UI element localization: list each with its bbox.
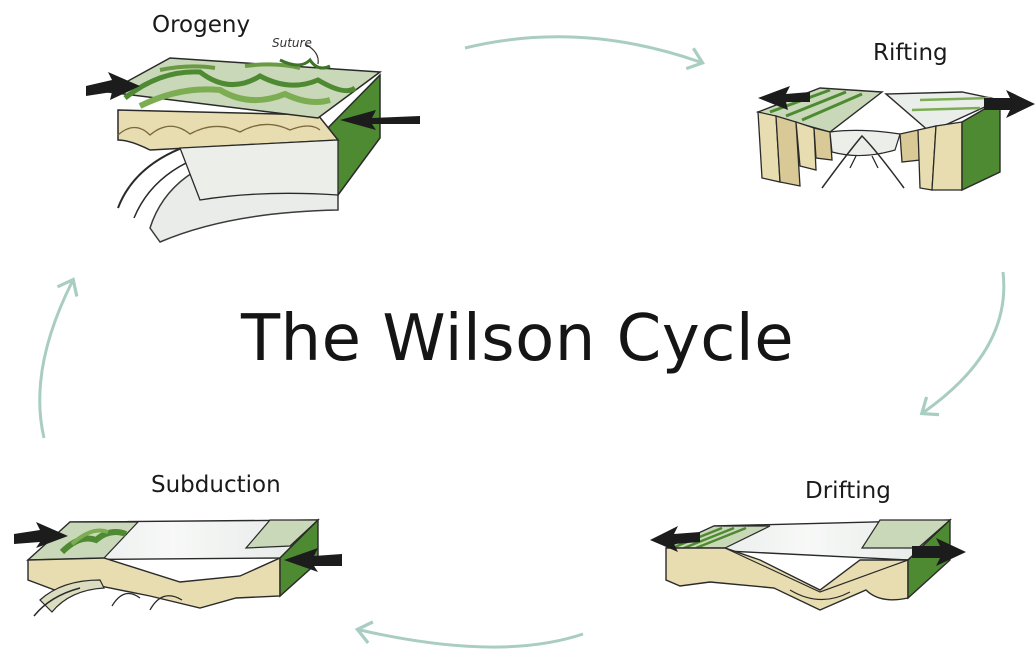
diagram-title: The Wilson Cycle — [0, 302, 1035, 376]
cycle-arrow-orogeny-to-rifting — [465, 37, 700, 62]
label-drifting: Drifting — [805, 478, 891, 504]
drifting-illustration — [650, 520, 966, 610]
rifting-illustration — [758, 86, 1035, 190]
orogeny-illustration — [86, 44, 420, 242]
cycle-arrow-drifting-to-subduction — [360, 630, 583, 647]
label-rifting: Rifting — [873, 40, 948, 66]
subduction-illustration — [14, 520, 342, 616]
label-orogeny: Orogeny — [152, 12, 250, 38]
label-subduction: Subduction — [151, 472, 281, 498]
label-suture: Suture — [272, 36, 312, 50]
